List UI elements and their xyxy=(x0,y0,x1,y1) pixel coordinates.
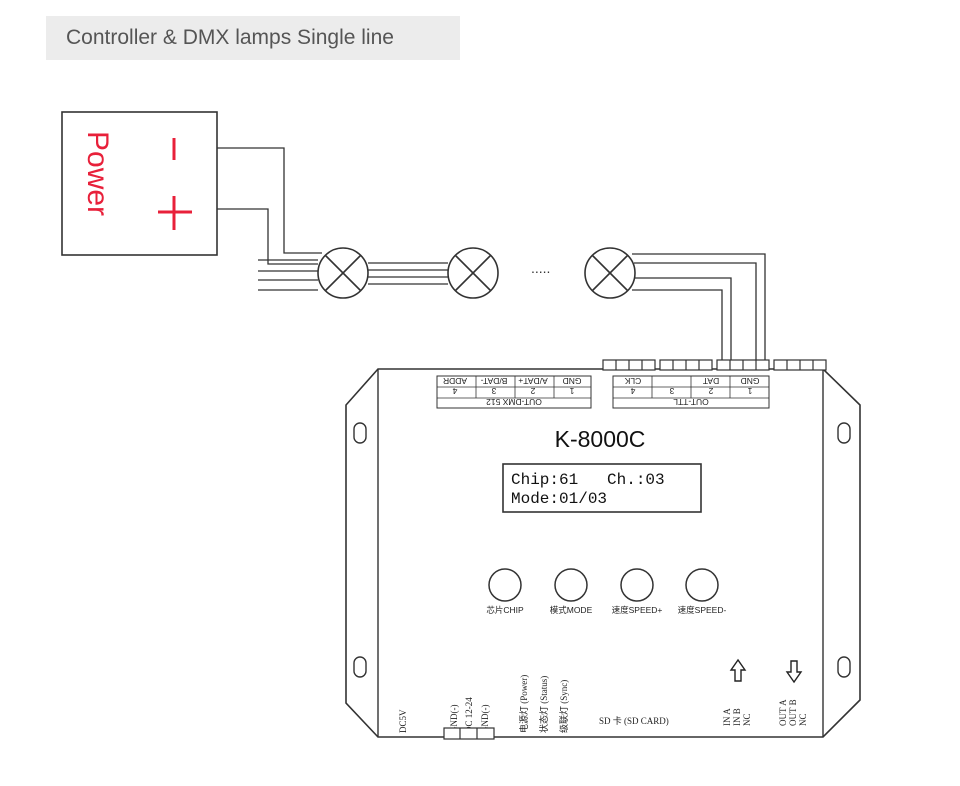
ttl-pin-table: OUT-TTL 1 2 3 4 GND DAT CLK xyxy=(612,375,770,409)
title-banner: Controller & DMX lamps Single line xyxy=(46,16,460,60)
ttl-label: OUT-TTL xyxy=(673,397,709,407)
speed-down-button-label: 速度SPEED- xyxy=(678,605,727,615)
signal-wires xyxy=(632,253,766,366)
ttl-pin-4: 4 xyxy=(630,386,635,396)
sync-led-label: 级联灯 (Sync) xyxy=(558,680,569,733)
in-nc-label: NC xyxy=(742,713,752,726)
power-wires xyxy=(217,147,322,265)
lcd-line-1: Chip:61 Ch.:03 xyxy=(511,471,665,489)
lamp-1-icon xyxy=(317,247,369,299)
out-nc-label: NC xyxy=(798,713,808,726)
ttl-name-1: GND xyxy=(741,376,760,386)
dmx-name-4: ADDR xyxy=(443,376,467,386)
dc-input-label: DC 12-24 xyxy=(464,697,474,733)
dmx-pin-table: OUT-DMX 512 1 2 3 4 GND A/DAT+ B/DAT- AD… xyxy=(436,375,592,409)
plus-terminal-icon xyxy=(158,196,192,230)
dmx-name-1: GND xyxy=(563,376,582,386)
controller-model: K-8000C xyxy=(555,426,646,452)
gnd-label-1: GND(-) xyxy=(449,705,459,734)
dmx-label: OUT-DMX 512 xyxy=(486,397,542,407)
dmx-name-3: B/DAT- xyxy=(480,376,507,386)
top-connectors xyxy=(602,359,827,371)
lcd-display: Chip:61 Ch.:03 Mode:01/03 xyxy=(502,463,702,513)
mount-hole-icon xyxy=(353,656,367,678)
controller-body xyxy=(345,368,861,738)
out-a-label: OUT A xyxy=(778,699,788,726)
ttl-pin-1: 1 xyxy=(747,386,752,396)
mount-hole-icon xyxy=(837,656,851,678)
out-b-label: OUT B xyxy=(788,699,798,726)
output-arrow-down-icon xyxy=(785,660,803,684)
speed-up-button-label: 速度SPEED+ xyxy=(612,605,663,615)
lamp-3-icon xyxy=(584,247,636,299)
ttl-name-4: CLK xyxy=(624,376,641,386)
dmx-pin-4: 4 xyxy=(452,386,457,396)
input-arrow-up-icon xyxy=(729,658,747,682)
power-led-label: 电源灯 (Power) xyxy=(518,675,529,733)
dmx-pin-2: 2 xyxy=(530,386,535,396)
gnd-label-2: GND(-) xyxy=(480,705,490,734)
power-label: Power xyxy=(81,131,114,216)
chip-button-label: 芯片CHIP xyxy=(486,605,524,615)
dmx-pin-1: 1 xyxy=(569,386,574,396)
in-b-label: IN B xyxy=(732,708,742,726)
lamp-2-icon xyxy=(447,247,499,299)
mount-hole-icon xyxy=(353,422,367,444)
dmx-name-2: A/DAT+ xyxy=(518,376,547,386)
chip-button[interactable]: 芯片CHIP xyxy=(486,568,524,615)
chain-ellipsis: ..... xyxy=(531,260,550,276)
mode-button[interactable]: 模式MODE xyxy=(550,568,593,615)
bus-lines xyxy=(258,259,448,291)
mount-hole-icon xyxy=(837,422,851,444)
dmx-pin-3: 3 xyxy=(491,386,496,396)
speed-down-button[interactable]: 速度SPEED- xyxy=(678,568,727,615)
power-supply: Power xyxy=(61,111,218,256)
ttl-pin-3: 3 xyxy=(669,386,674,396)
ttl-pin-2: 2 xyxy=(708,386,713,396)
lcd-line-2: Mode:01/03 xyxy=(511,490,607,508)
dc5v-label: DC5V xyxy=(398,709,408,733)
ttl-name-2: DAT xyxy=(703,376,719,386)
speed-up-button[interactable]: 速度SPEED+ xyxy=(612,568,663,615)
dc-power-connector xyxy=(443,727,495,740)
mode-button-label: 模式MODE xyxy=(550,605,593,615)
in-a-label: IN A xyxy=(722,708,732,726)
page-title: Controller & DMX lamps Single line xyxy=(66,26,394,49)
sd-card-label: SD 卡 (SD CARD) xyxy=(599,715,669,726)
status-led-label: 状态灯 (Status) xyxy=(538,676,549,733)
